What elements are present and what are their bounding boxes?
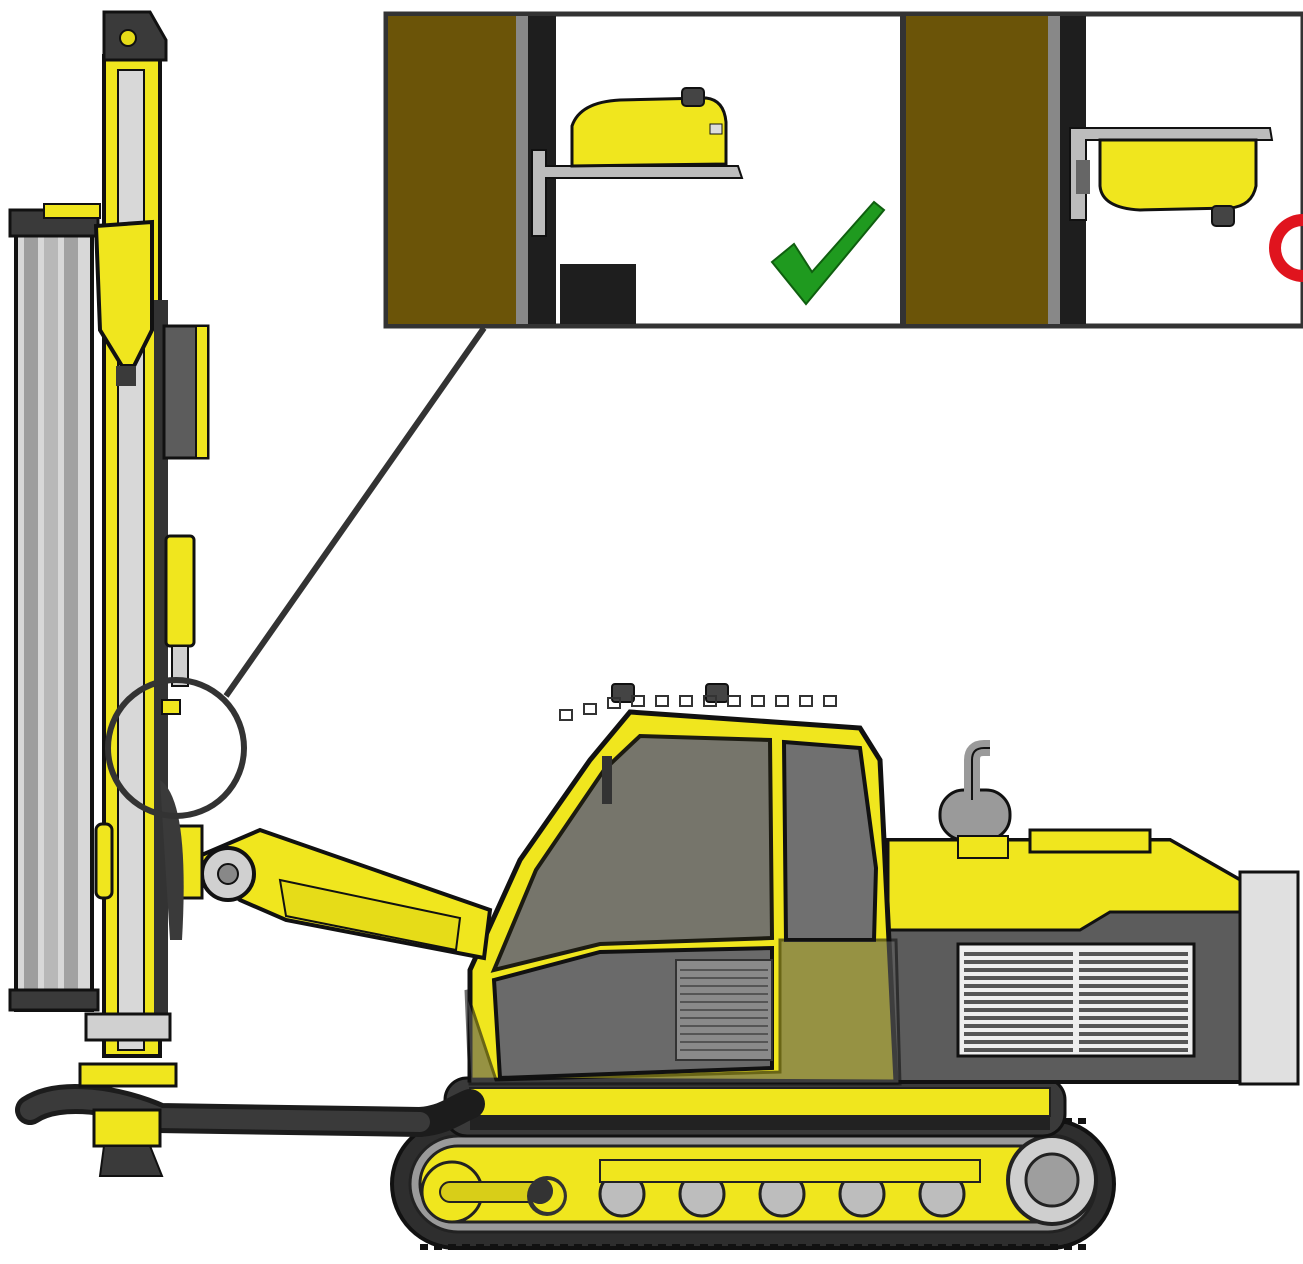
roof-rail-link: [607, 697, 621, 709]
track-tooth: [1036, 1244, 1044, 1250]
cab-window-front: [490, 733, 775, 973]
roof-rail: [559, 695, 837, 721]
track-tooth: [448, 1244, 456, 1250]
track-tooth: [588, 1244, 596, 1250]
track-tooth: [868, 1244, 876, 1250]
track-tooth: [616, 1244, 624, 1250]
sensor-on-mast: [161, 699, 181, 715]
boom-arm: [174, 824, 493, 961]
track-tooth: [574, 1244, 582, 1250]
track-tooth: [434, 1244, 442, 1250]
track-tooth: [644, 1244, 652, 1250]
track-tooth: [476, 1244, 484, 1250]
inset-detail: [383, 11, 1303, 329]
track-tooth: [518, 1244, 526, 1250]
engine-housing: [807, 828, 1300, 1086]
roof-rail-link: [559, 709, 573, 721]
roof-rail-link: [703, 695, 717, 707]
exhaust-muffler: [938, 740, 1012, 859]
track-tooth: [854, 1244, 862, 1250]
track-tooth: [924, 1244, 932, 1250]
roof-rail-link: [655, 695, 669, 707]
track-tooth: [1064, 1244, 1072, 1250]
hydraulic-cylinder: [164, 534, 196, 648]
crawler-track: [390, 1118, 1116, 1250]
track-tooth: [882, 1244, 890, 1250]
track-tooth: [952, 1244, 960, 1250]
track-tooth: [1078, 1118, 1086, 1124]
roof-rail-link: [799, 695, 813, 707]
check-mark-icon: [770, 200, 886, 306]
track-tooth: [1064, 1118, 1072, 1124]
track-tooth: [896, 1244, 904, 1250]
track-tooth: [1022, 1244, 1030, 1250]
track-tooth: [770, 1244, 778, 1250]
side-mirror: [602, 756, 612, 804]
track-tooth: [1078, 1244, 1086, 1250]
track-tooth: [784, 1244, 792, 1250]
track-tooth: [462, 1244, 470, 1250]
inset-panel-correct: [388, 16, 886, 324]
roof-rail-link: [727, 695, 741, 707]
track-tooth: [686, 1244, 694, 1250]
track-tooth: [1008, 1244, 1016, 1250]
roof-rail-link: [751, 695, 765, 707]
track-tooth: [798, 1244, 806, 1250]
track-tooth: [840, 1244, 848, 1250]
rear-cover: [1238, 870, 1300, 1086]
track-tooth: [938, 1244, 946, 1250]
inset-panel-incorrect: [906, 16, 1303, 324]
callout-leader-line: [223, 326, 487, 698]
callout: [105, 326, 487, 819]
sensor-box-upright: [570, 96, 728, 168]
roof-rail-link: [823, 695, 837, 707]
track-tooth: [420, 1244, 428, 1250]
roof-rail-link: [775, 695, 789, 707]
roof-rail-link: [631, 695, 645, 707]
track-tooth: [672, 1244, 680, 1250]
callout-circle: [105, 677, 247, 819]
swirl-logo-track: [527, 1176, 567, 1216]
track-tooth: [980, 1244, 988, 1250]
drill-mast: [8, 10, 210, 1177]
track-tooth: [994, 1244, 1002, 1250]
operator-cab: [464, 683, 902, 1086]
track-tooth: [700, 1244, 708, 1250]
roof-rail-link: [679, 695, 693, 707]
track-tooth: [756, 1244, 764, 1250]
track-tooth: [546, 1244, 554, 1250]
track-tooth: [630, 1244, 638, 1250]
track-tooth: [910, 1244, 918, 1250]
track-tooth: [560, 1244, 568, 1250]
track-tooth: [728, 1244, 736, 1250]
track-tooth: [602, 1244, 610, 1250]
track-frame: [443, 1076, 1067, 1138]
track-tooth: [532, 1244, 540, 1250]
track-tooth: [658, 1244, 666, 1250]
track-tooth: [504, 1244, 512, 1250]
roof-lights: [611, 683, 729, 703]
track-tooth: [714, 1244, 722, 1250]
seat-detail: [680, 969, 768, 1051]
rod-carousel: [8, 203, 101, 1012]
track-tooth: [742, 1244, 750, 1250]
cab-window-side: [781, 739, 879, 942]
track-tooth: [966, 1244, 974, 1250]
roof-rail-link: [583, 703, 597, 715]
track-tooth: [490, 1244, 498, 1250]
track-tooth: [812, 1244, 820, 1250]
track-tooth: [826, 1244, 834, 1250]
track-tooth: [1050, 1244, 1058, 1250]
sensor-box-inverted: [1098, 138, 1258, 212]
prohibited-icon: [1269, 214, 1303, 282]
